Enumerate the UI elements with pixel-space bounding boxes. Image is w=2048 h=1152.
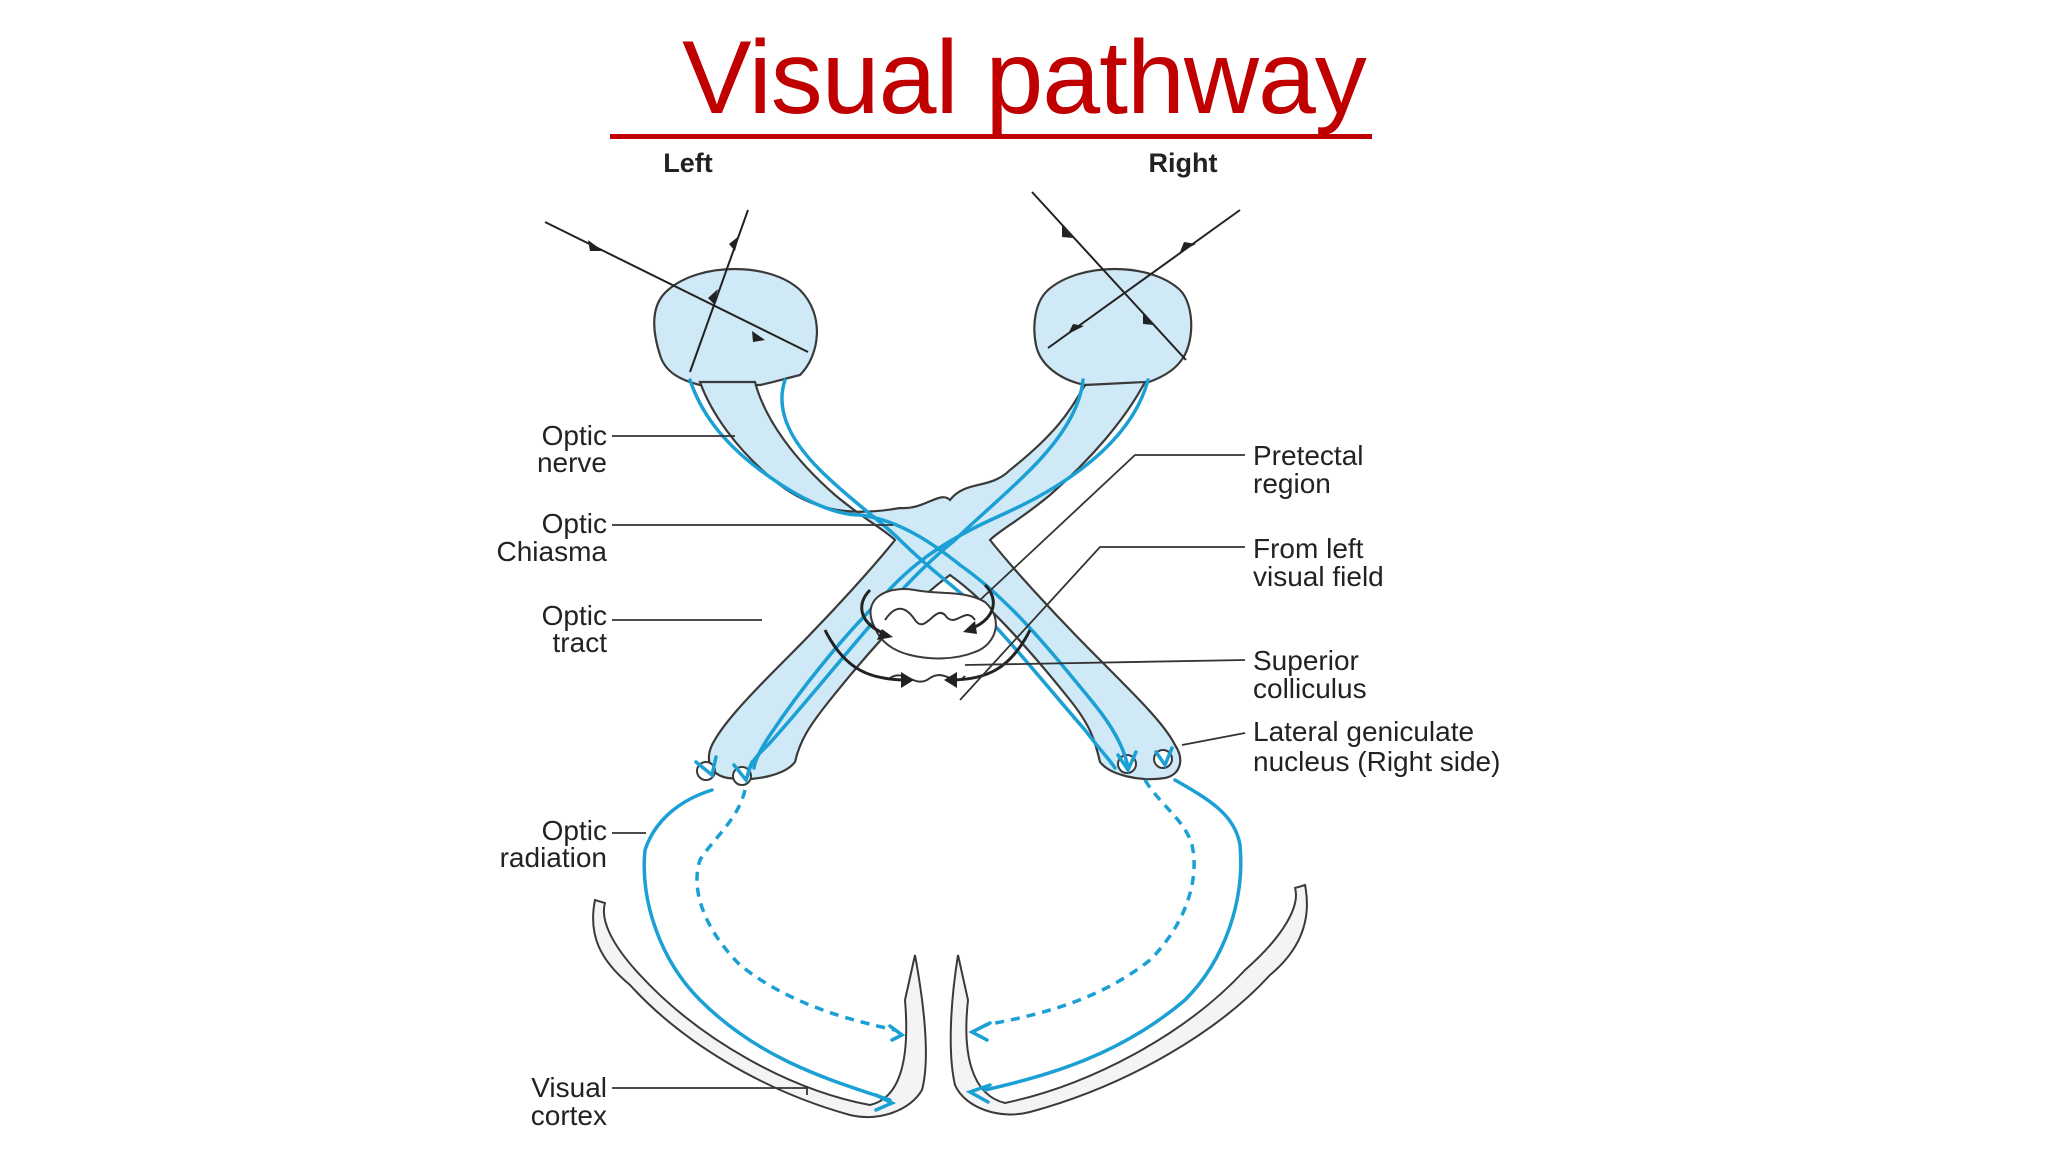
right-visual-cortex (949, 883, 1308, 1116)
label-superior-colliculus-line2: colliculus (1253, 673, 1367, 704)
left-side-label: Left (663, 148, 713, 178)
label-leaders (612, 435, 1246, 1095)
label-optic-radiation-line1: Optic (542, 815, 607, 846)
label-optic-radiation-line2: radiation (500, 842, 607, 873)
nerve-fibers (642, 378, 1243, 1112)
label-pretectal-line2: region (1253, 468, 1331, 499)
label-optic-chiasma-line2: Chiasma (497, 536, 608, 567)
title-underline (610, 134, 1372, 139)
optic-nerves-chiasma-tracts (698, 380, 1182, 781)
left-visual-cortex (592, 898, 927, 1119)
label-visual-cortex-line2: cortex (531, 1100, 607, 1131)
label-optic-chiasma-line1: Optic (542, 508, 607, 539)
midbrain-structures (823, 583, 1032, 688)
label-from-left-line1: From left (1253, 533, 1364, 564)
label-pretectal-line1: Pretectal (1253, 440, 1364, 471)
label-optic-tract-line2: tract (553, 627, 608, 658)
label-from-left-line2: visual field (1253, 561, 1384, 592)
label-lgn-line1: Lateral geniculate (1253, 716, 1474, 747)
left-eyeball (653, 268, 819, 387)
light-rays (544, 191, 1241, 373)
right-side-label: Right (1149, 148, 1218, 178)
page-title: Visual pathway (682, 20, 1367, 136)
label-superior-colliculus-line1: Superior (1253, 645, 1359, 676)
label-lgn-line2: nucleus (Right side) (1253, 746, 1500, 777)
right-eyeball (1033, 268, 1193, 387)
label-optic-nerve-line2: nerve (537, 447, 607, 478)
label-visual-cortex-line1: Visual (531, 1072, 607, 1103)
label-optic-tract-line1: Optic (542, 600, 607, 631)
label-optic-nerve-line1: Optic (542, 420, 607, 451)
